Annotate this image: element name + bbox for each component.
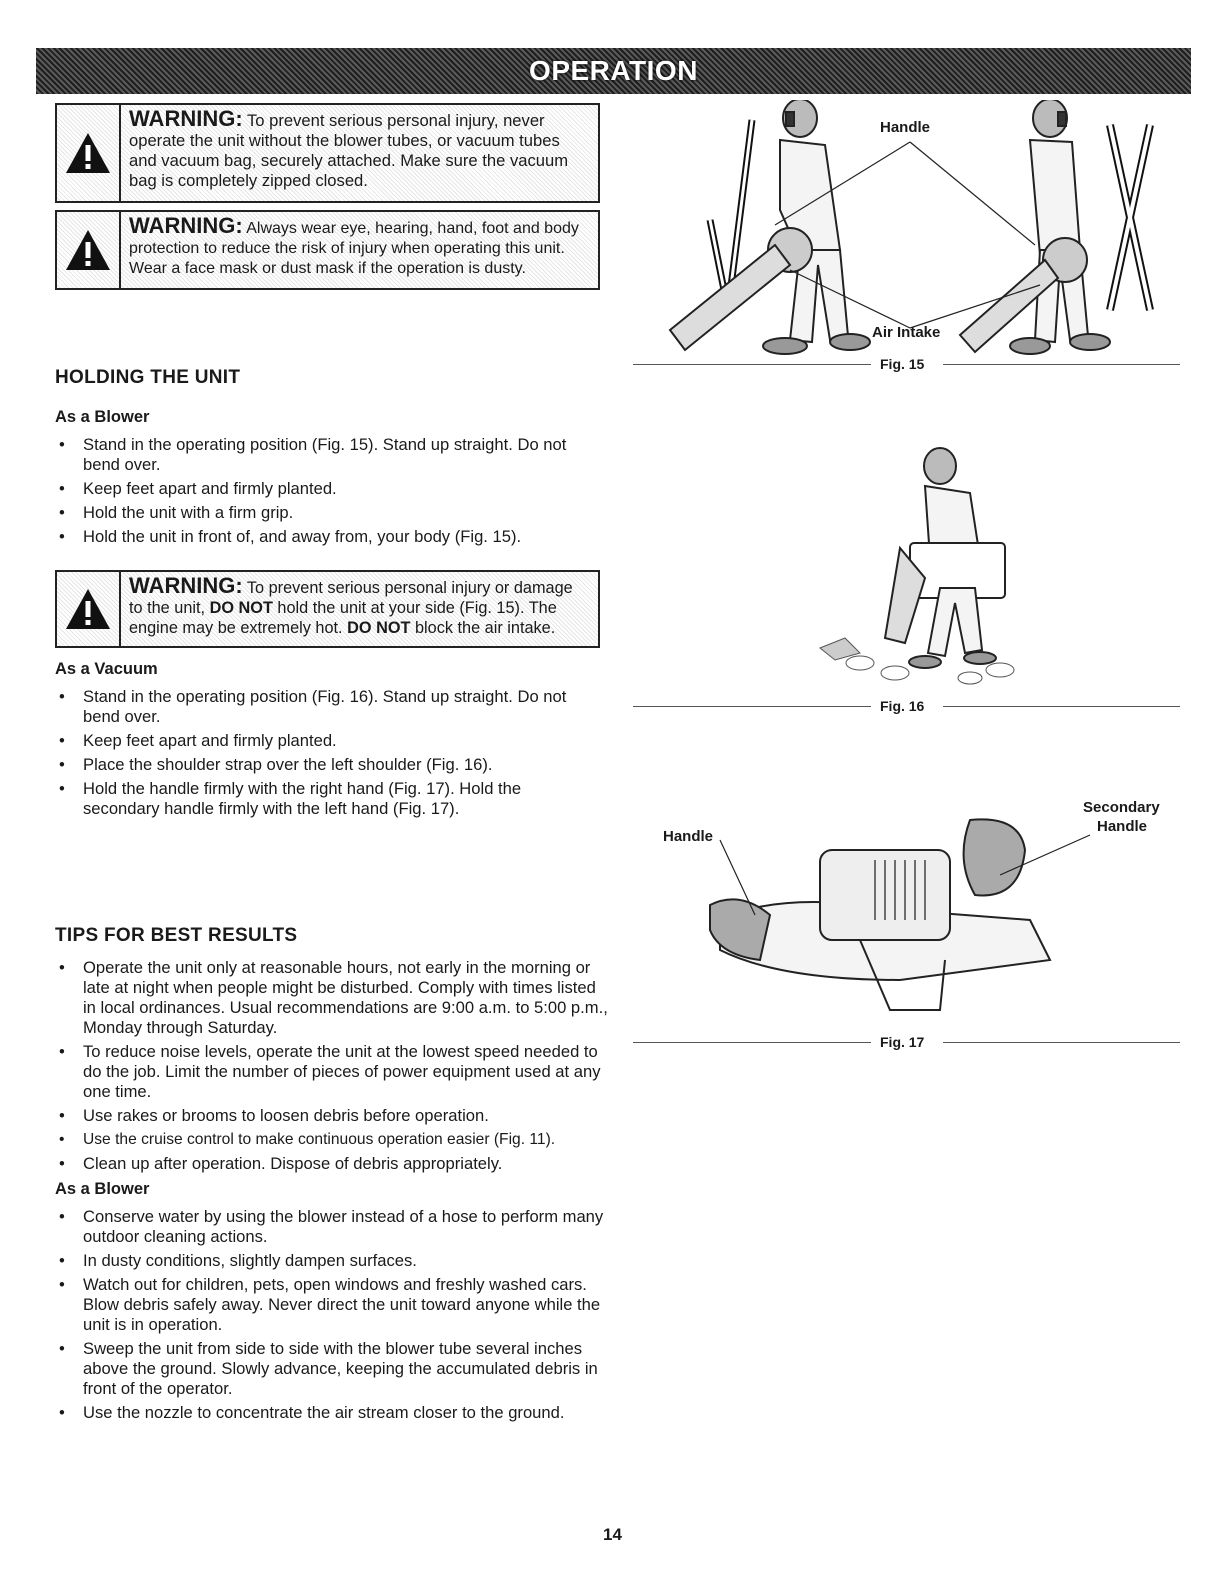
warning-label: WARNING:	[129, 213, 243, 238]
list-item: Hold the unit with a firm grip.	[55, 503, 600, 523]
list-item: Keep feet apart and firmly planted.	[55, 731, 600, 751]
fig15-handle-label: Handle	[880, 119, 931, 136]
list-item: Operate the unit only at reasonable hour…	[55, 958, 610, 1038]
tips-blower-list: Conserve water by using the blower inste…	[55, 1207, 610, 1423]
fig16-rule-left	[633, 706, 871, 707]
list-item: Use the cruise control to make continuou…	[55, 1130, 610, 1150]
list-item: Conserve water by using the blower inste…	[55, 1207, 610, 1247]
list-item: Sweep the unit from side to side with th…	[55, 1339, 610, 1399]
section-header: OPERATION	[36, 48, 1191, 94]
fig17-illustration	[709, 818, 1091, 1011]
list-item: Clean up after operation. Dispose of deb…	[55, 1154, 610, 1174]
fig15-caption: Fig. 15	[880, 356, 925, 372]
list-item: Use the nozzle to concentrate the air st…	[55, 1403, 610, 1423]
holding-blower-list: Stand in the operating position (Fig. 15…	[55, 435, 600, 547]
warning-text: To prevent serious personal injury, neve…	[129, 111, 569, 190]
fig16-caption: Fig. 16	[880, 698, 925, 714]
holding-blower-block: As a Blower Stand in the operating posit…	[55, 408, 600, 551]
fig17-secondary-label-line1: Secondary	[1083, 799, 1160, 816]
warning-triangle-icon	[57, 105, 121, 201]
fig16-rule-right	[943, 706, 1180, 707]
list-item: Keep feet apart and firmly planted.	[55, 479, 600, 499]
fig17-handle-label: Handle	[663, 828, 714, 845]
warning-label: WARNING:	[129, 573, 243, 598]
section-heading-tips: TIPS FOR BEST RESULTS	[55, 925, 298, 946]
list-item: Watch out for children, pets, open windo…	[55, 1275, 610, 1335]
list-item: In dusty conditions, slightly dampen sur…	[55, 1251, 610, 1271]
list-item: Hold the handle firmly with the right ha…	[55, 779, 600, 819]
warning-triangle-icon	[57, 212, 121, 288]
warning-text: Always wear eye, hearing, hand, foot and…	[129, 220, 579, 277]
list-item: Hold the unit in front of, and away from…	[55, 527, 600, 547]
subheading-as-vacuum: As a Vacuum	[55, 660, 158, 678]
fig17-caption: Fig. 17	[880, 1034, 925, 1050]
fig17-rule-right	[943, 1042, 1180, 1043]
list-item: Use rakes or brooms to loosen debris bef…	[55, 1106, 610, 1126]
fig15-rule-left	[633, 364, 871, 365]
warning-box-protection: WARNING: Always wear eye, hearing, hand,…	[55, 210, 600, 290]
tips-list: Operate the unit only at reasonable hour…	[55, 958, 610, 1174]
section-heading-holding: HOLDING THE UNIT	[55, 367, 241, 388]
fig17-rule-left	[633, 1042, 871, 1043]
fig15-illustration	[668, 100, 1154, 355]
page-number: 14	[603, 1525, 622, 1544]
list-item: Stand in the operating position (Fig. 16…	[55, 687, 600, 727]
list-item: To reduce noise levels, operate the unit…	[55, 1042, 610, 1102]
fig15-air-intake-label: Air Intake	[872, 324, 941, 341]
fig16-illustration	[819, 447, 1015, 685]
fig15-rule-right	[943, 364, 1180, 365]
list-item: Place the shoulder strap over the left s…	[55, 755, 600, 775]
fig17-secondary-label-line2: Handle	[1097, 818, 1148, 835]
holding-vacuum-list: Stand in the operating position (Fig. 16…	[55, 687, 600, 819]
tips-block: Operate the unit only at reasonable hour…	[55, 958, 610, 1427]
subheading-as-blower: As a Blower	[55, 1180, 150, 1198]
list-item: Stand in the operating position (Fig. 15…	[55, 435, 600, 475]
warning-label: WARNING:	[129, 106, 243, 131]
warning-box-tubes: WARNING: To prevent serious personal inj…	[55, 103, 600, 203]
section-title: OPERATION	[529, 55, 698, 86]
warning-box-side: WARNING: To prevent serious personal inj…	[55, 570, 600, 648]
warning-triangle-icon	[57, 572, 121, 646]
subheading-as-blower: As a Blower	[55, 408, 150, 426]
holding-vacuum-block: As a Vacuum Stand in the operating posit…	[55, 660, 600, 823]
